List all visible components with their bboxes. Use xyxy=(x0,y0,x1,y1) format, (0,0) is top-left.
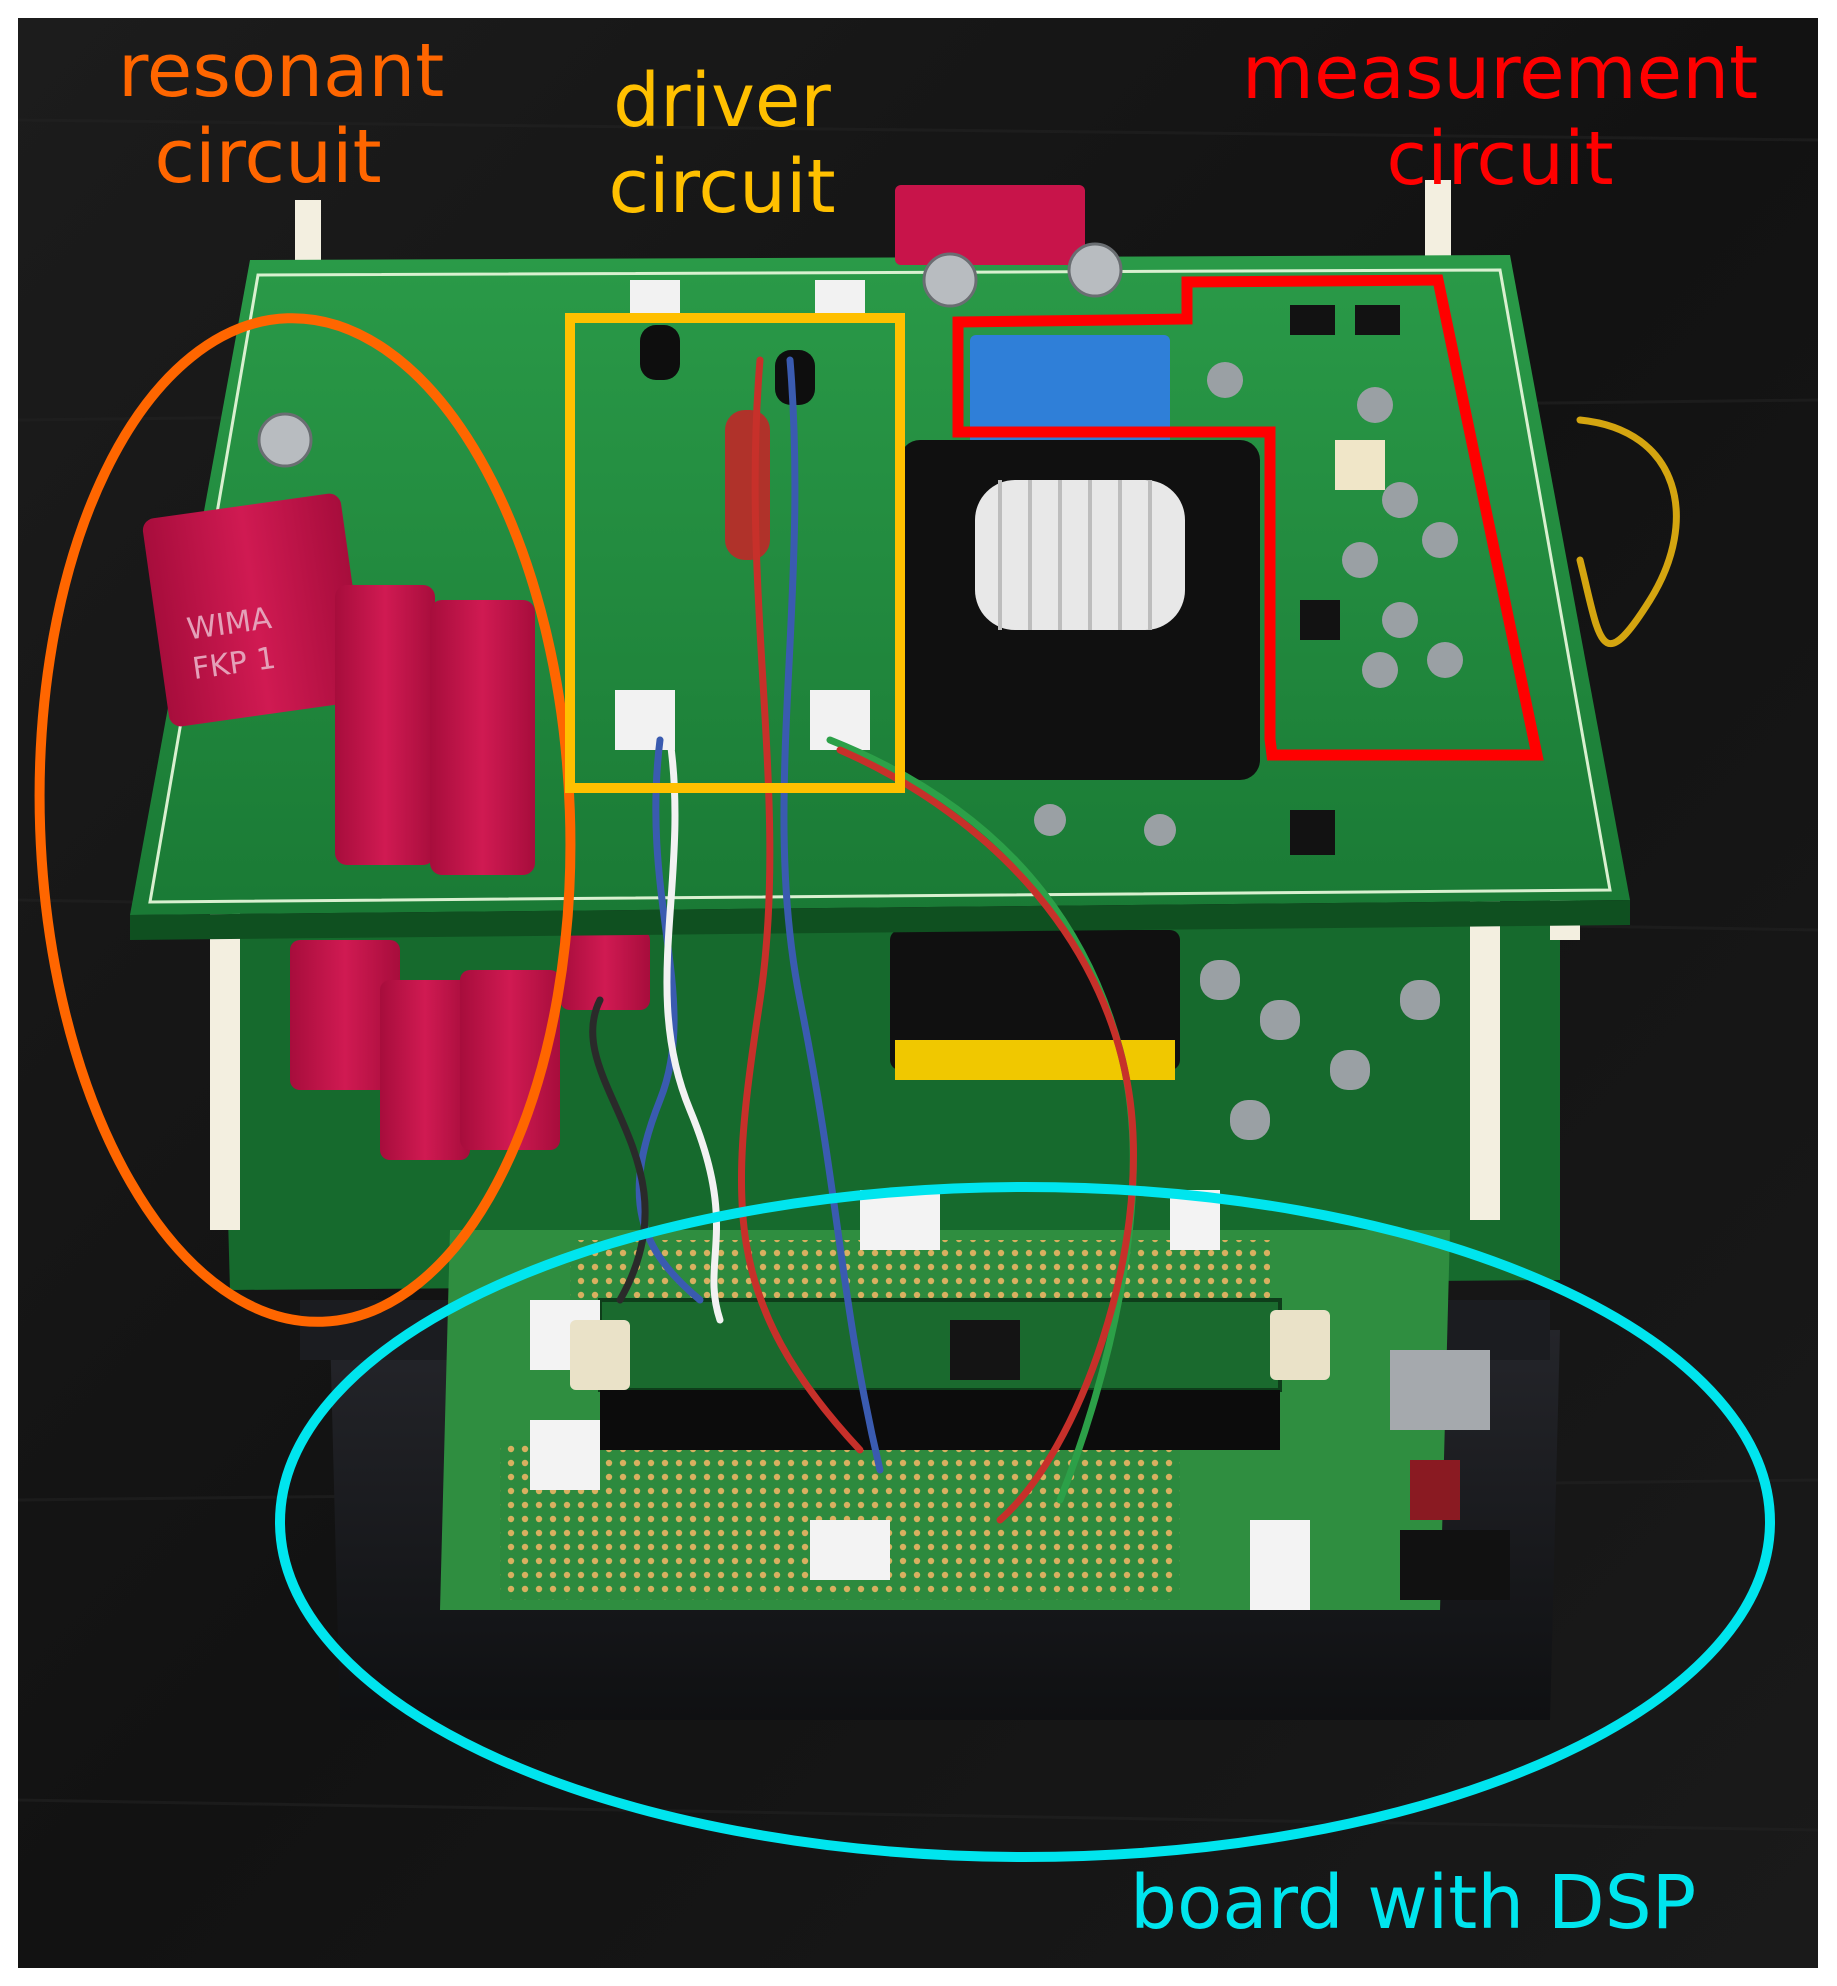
wires xyxy=(589,356,1680,1524)
power-jack xyxy=(1400,1530,1510,1600)
measurement-label-line2: circuit xyxy=(1386,116,1614,202)
dsp-board-outline xyxy=(275,1182,1775,1862)
blue-relay xyxy=(970,335,1170,445)
lower-capacitors xyxy=(290,930,650,1160)
measurement-circuit-outline xyxy=(952,274,1544,761)
transformer-winding xyxy=(975,480,1185,630)
resonant-circuit-outline xyxy=(34,313,576,1327)
dsp-chip xyxy=(950,1320,1020,1380)
measurement-components xyxy=(1034,362,1463,846)
jumper-red xyxy=(1410,1460,1460,1520)
dsp-controlcard xyxy=(598,1298,1282,1392)
dsp-label-line1: board with DSP xyxy=(1130,1860,1697,1946)
resonant-label-line1: resonant xyxy=(118,28,445,114)
red-component-top xyxy=(895,185,1085,265)
dsp-board-label: board with DSP xyxy=(1130,1860,1750,1946)
upper-capacitors xyxy=(142,493,535,875)
transformer-winding-lines xyxy=(998,480,1152,630)
lower-components xyxy=(1200,960,1440,1140)
driver-circuit-label: driver circuit xyxy=(572,58,872,230)
usb-connector xyxy=(1390,1350,1490,1430)
dsp-clips xyxy=(570,1310,1330,1390)
optocoupler xyxy=(1335,440,1385,490)
measurement-circuit-label: measurement circuit xyxy=(1200,30,1800,202)
screws xyxy=(257,242,1123,468)
driver-circuit-outline xyxy=(565,313,905,793)
lower-transformer-yellow xyxy=(895,1040,1175,1080)
lower-transformer-core xyxy=(890,930,1180,1070)
resonant-circuit-label: resonant circuit xyxy=(118,28,445,200)
upper-pcb-edge xyxy=(130,900,1630,940)
driver-label-line1: driver xyxy=(613,58,831,144)
measurement-label-line1: measurement xyxy=(1241,30,1759,116)
resonant-label-line2: circuit xyxy=(154,114,382,200)
dsp-edge-connector xyxy=(600,1390,1280,1450)
measurement-ics xyxy=(1290,305,1400,855)
driver-label-line2: circuit xyxy=(608,144,836,230)
